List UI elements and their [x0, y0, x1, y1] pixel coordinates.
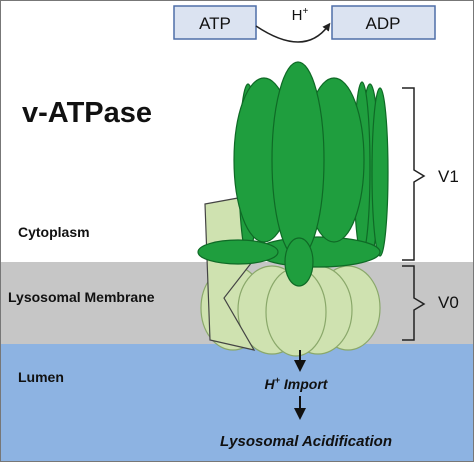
- atp-label: ATP: [199, 14, 231, 33]
- reaction-arrow: [255, 22, 331, 43]
- v0-bracket: [402, 265, 426, 341]
- import-word: Import: [284, 376, 329, 392]
- v0-label: V0: [438, 293, 459, 312]
- v1-stalk-subunit: [371, 87, 389, 257]
- v1-bracket: [402, 87, 426, 261]
- import-charge: +: [275, 375, 281, 385]
- membrane-label: Lysosomal Membrane: [8, 289, 155, 305]
- proton-symbol: H: [292, 7, 303, 24]
- adp-box: [331, 5, 436, 40]
- import-label: H+Import: [265, 375, 329, 392]
- acidification-label: Lysosomal Acidification: [220, 433, 392, 450]
- adp-label: ADP: [366, 14, 401, 33]
- atp-box: [173, 5, 257, 40]
- v1-label: V1: [438, 167, 459, 186]
- import-proton: H: [265, 376, 276, 392]
- proton-label: H+: [292, 6, 309, 24]
- lumen-label: Lumen: [18, 369, 64, 385]
- v1-domain: [197, 61, 389, 287]
- title: v-ATPase: [22, 97, 152, 129]
- v1-base-subunit: [197, 239, 279, 265]
- cytoplasm-label: Cytoplasm: [18, 224, 90, 240]
- proton-charge: +: [303, 6, 309, 17]
- v1-head-subunit: [271, 61, 325, 259]
- v1-rotor-subunit: [284, 237, 314, 287]
- lumen-region: [0, 344, 474, 462]
